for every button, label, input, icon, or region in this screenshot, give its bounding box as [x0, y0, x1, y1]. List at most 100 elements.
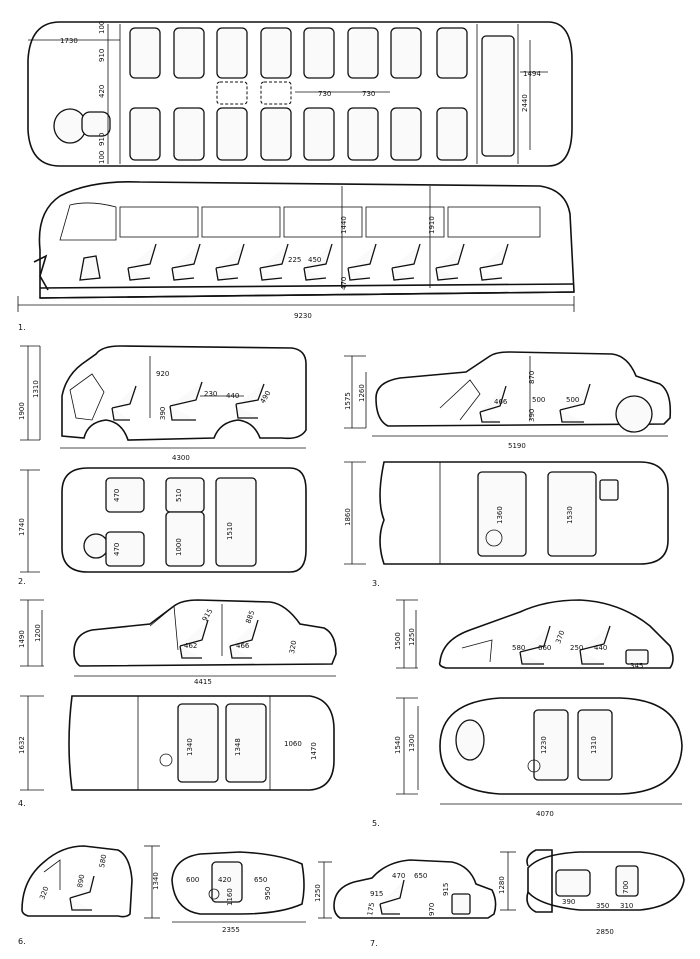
- van-height-total: 1900: [18, 402, 26, 420]
- figure-6-label: 6.: [18, 937, 26, 946]
- van-plan-view: 1740 470 470 510 1000 1510: [18, 467, 307, 573]
- sedan-headroom-front: 915: [201, 607, 215, 623]
- sedan-height-body: 1200: [34, 624, 42, 642]
- sedan-d462: 462: [184, 642, 197, 650]
- micro-d470: 470: [392, 872, 405, 880]
- bus-side-seats: [79, 243, 509, 281]
- van-bench-width: 510: [175, 489, 183, 502]
- van-seat-1: 470: [113, 489, 121, 502]
- micro-height: 1250: [314, 884, 322, 902]
- figure-4-label: 4.: [18, 799, 26, 808]
- van-headroom: 920: [156, 370, 169, 378]
- bubble-plan-view: 600 420 650 1160 950 2355: [171, 851, 306, 934]
- beetle-plan-view: 1540 1300 1230 1310 4070: [394, 697, 683, 818]
- limo-rear-bench: 1530: [566, 506, 574, 524]
- bus-seats-bottom: [129, 107, 468, 161]
- dim-pitch-1: 730: [318, 90, 331, 98]
- beetle-side-view: 1500 1250 580 660 370 250 440 345: [394, 599, 674, 670]
- figure-1-label: 1.: [18, 323, 26, 332]
- beetle-length: 4070: [536, 810, 554, 818]
- dim-seat-height: 470: [340, 277, 348, 290]
- sedan-rear-width: 1470: [310, 742, 318, 760]
- dim-seat-width-2: 910: [98, 133, 106, 146]
- figure-6-bubble-car: 320 890 580 1340 600 420 650 1160 950 23…: [18, 845, 306, 946]
- sedan-front-seat: 1340: [186, 738, 194, 756]
- van-d390: 390: [159, 407, 167, 420]
- dim-rear-length: 1494: [523, 70, 541, 78]
- micro-d310: 310: [620, 902, 633, 910]
- beetle-d345: 345: [630, 662, 643, 670]
- beetle-width-inner: 1300: [408, 734, 416, 752]
- limo-length: 5190: [508, 442, 526, 450]
- bubble-d580: 580: [98, 854, 108, 869]
- sedan-width: 1632: [18, 736, 26, 754]
- bubble-d320: 320: [38, 885, 50, 900]
- beetle-width-total: 1540: [394, 736, 402, 754]
- figure-5-beetle: 1500 1250 580 660 370 250 440 345 1540 1…: [372, 599, 683, 828]
- sedan-side-view: 1490 1200 915 885 462 466 320 4415: [18, 599, 337, 686]
- bubble-d420: 420: [218, 876, 231, 884]
- figure-7-label: 7.: [370, 939, 378, 948]
- bubble-d890: 890: [76, 874, 86, 889]
- micro-d350: 350: [596, 902, 609, 910]
- beetle-seat-rear: 1310: [590, 736, 598, 754]
- beetle-d660: 660: [538, 644, 551, 652]
- sedan-length: 4415: [194, 678, 212, 686]
- micro-d915: 915: [370, 890, 383, 898]
- dim-top: 100: [98, 21, 106, 34]
- van-bench-length: 1000: [175, 538, 183, 556]
- bus-seats-top: [129, 27, 468, 79]
- figure-2-van: 1900 1310 920 230 440 490 390 4300 1740 …: [18, 345, 307, 586]
- limo-height-body: 1260: [358, 384, 366, 402]
- beetle-height-body: 1250: [408, 628, 416, 646]
- beetle-d440: 440: [594, 644, 607, 652]
- figure-3-label: 3.: [372, 579, 380, 588]
- limo-side-view: 1575 1260 870 466 500 500 390 5190: [344, 351, 672, 450]
- limo-d390: 390: [528, 409, 536, 422]
- micro-side-view: 1250 470 650 915 915 175 970: [314, 859, 497, 919]
- van-rear-bench: 1510: [226, 522, 234, 540]
- micro-length: 2850: [596, 928, 614, 936]
- beetle-d370: 370: [554, 629, 566, 644]
- micro-d970: 970: [428, 903, 436, 916]
- micro-d650: 650: [414, 872, 427, 880]
- dim-inner-height: 1440: [340, 216, 348, 234]
- bubble-d650: 650: [254, 876, 267, 884]
- bubble-d600: 600: [186, 876, 199, 884]
- beetle-seat-front: 1230: [540, 736, 548, 754]
- sedan-rear-seat: 1348: [234, 738, 242, 756]
- sedan-d320: 320: [288, 640, 298, 655]
- micro-width: 1280: [498, 876, 506, 894]
- limo-width: 1860: [344, 508, 352, 526]
- figure-3-limo: 1575 1260 870 466 500 500 390 5190 1860 …: [344, 351, 672, 588]
- sedan-trunk-width: 1060: [284, 740, 302, 748]
- van-width: 1740: [18, 518, 26, 536]
- dim-aisle: 420: [98, 85, 106, 98]
- sedan-height-total: 1490: [18, 630, 26, 648]
- van-d230: 230: [204, 390, 217, 398]
- bubble-side-view: 320 890 580 1340: [21, 845, 160, 919]
- micro-d390: 390: [562, 898, 575, 906]
- limo-d500b: 500: [566, 396, 579, 404]
- bubble-d1160: 1160: [226, 888, 234, 906]
- bus-plan-view: 1730 100 910 420 910 100 730 730 1494 24…: [27, 21, 573, 167]
- bubble-height: 1340: [152, 872, 160, 890]
- sedan-d466: 466: [236, 642, 250, 650]
- sedan-headroom-rear: 885: [244, 609, 256, 624]
- figure-1-bus: 1730 100 910 420 910 100 730 730 1494 24…: [17, 21, 575, 332]
- micro-d175: 175: [366, 902, 376, 917]
- beetle-d250: 250: [570, 644, 583, 652]
- limo-plan-view: 1860 1360 1530: [344, 461, 669, 565]
- figure-4-sedan: 1490 1200 915 885 462 466 320 4415 1632 …: [18, 599, 337, 808]
- van-d440: 440: [226, 392, 239, 400]
- bus-side-view: 1440 1910 225 450 470 9230: [17, 180, 575, 320]
- figure-5-label: 5.: [372, 819, 380, 828]
- micro-d915b: 915: [442, 883, 450, 896]
- sedan-plan-view: 1632 1340 1348 1060 1470: [18, 695, 335, 791]
- micro-d700: 700: [622, 881, 630, 894]
- micro-plan-view: 1280 700 390 350 310 2850: [498, 849, 685, 936]
- dim-front-length: 1730: [60, 37, 78, 45]
- dim-bus-length: 9230: [294, 312, 312, 320]
- bubble-d950: 950: [264, 887, 272, 900]
- van-side-view: 1900 1310 920 230 440 490 390 4300: [18, 345, 307, 462]
